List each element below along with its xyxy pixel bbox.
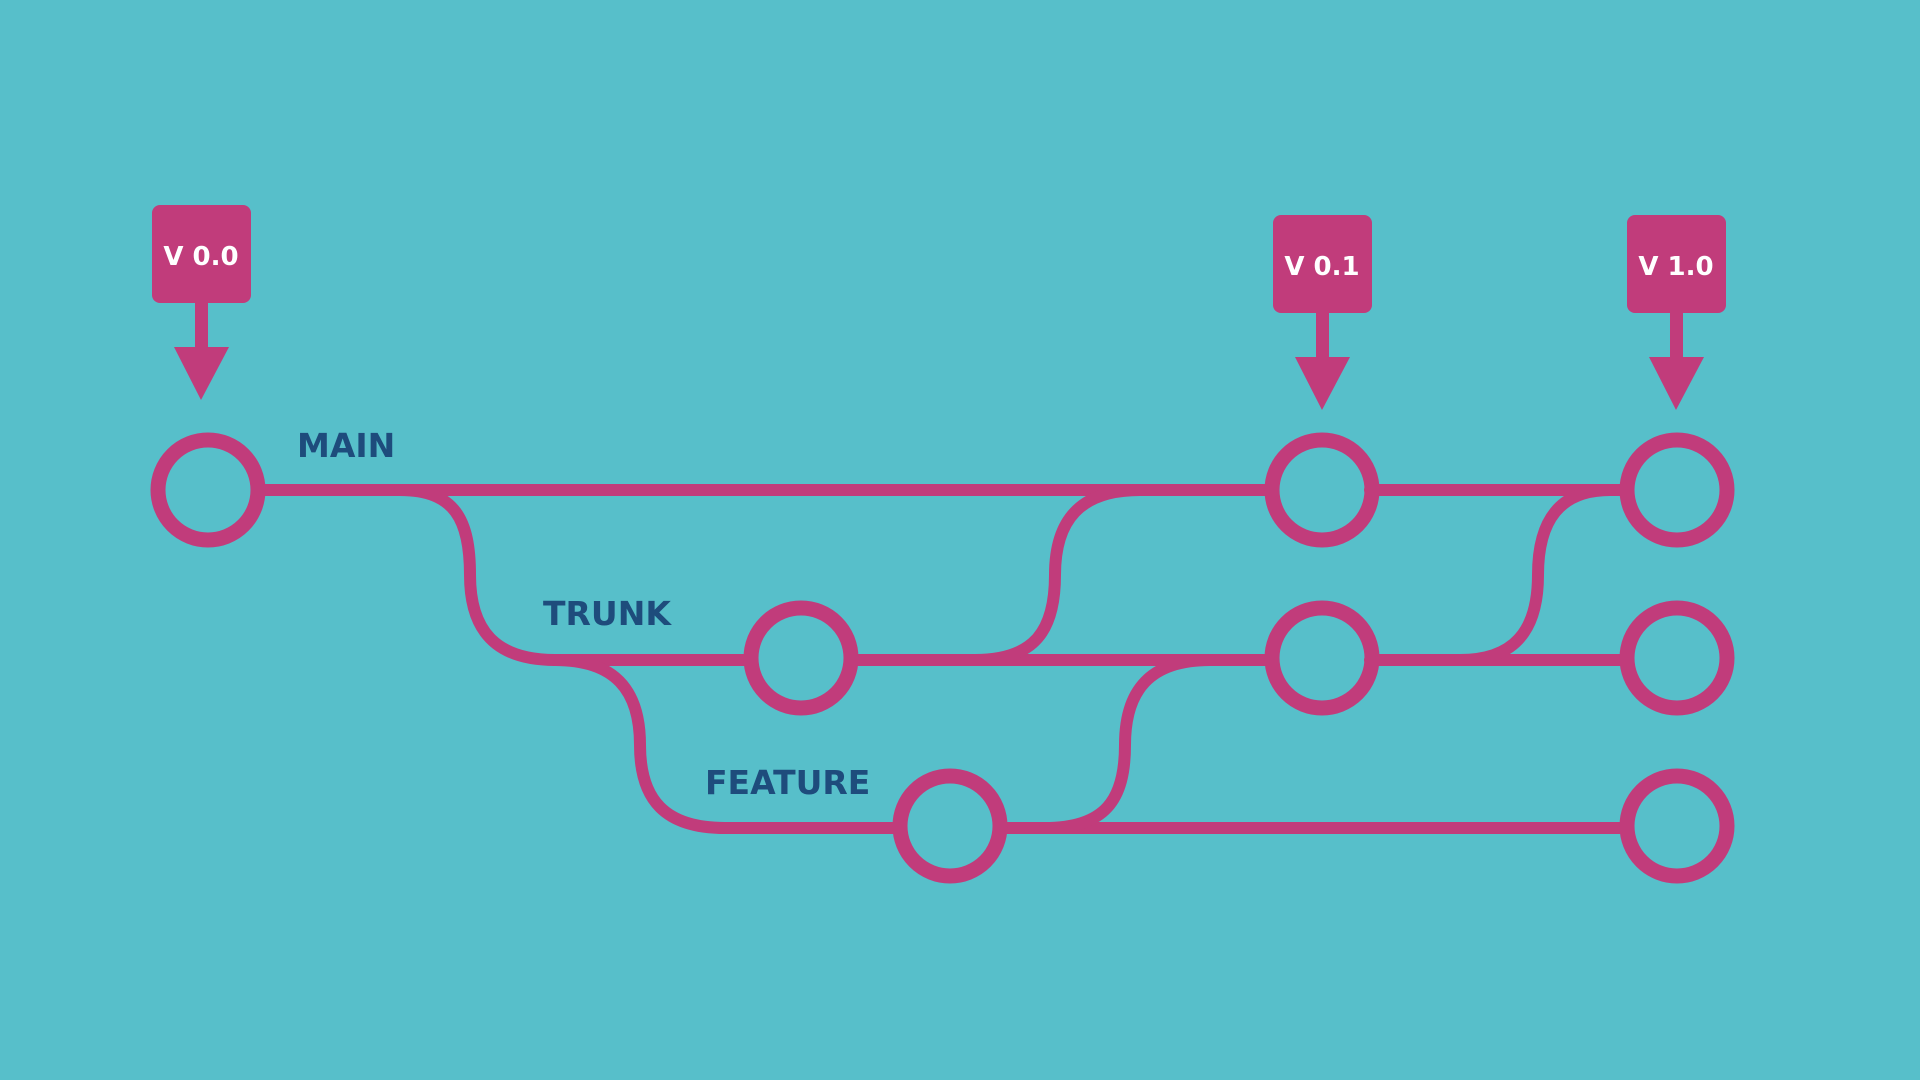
branch-lines [252, 484, 1631, 834]
trunk-to-main-merge-2 [1454, 484, 1616, 666]
down-arrow-icon [1649, 357, 1704, 410]
tag-arrow-shaft [1670, 310, 1683, 360]
commit-node-trunk-1 [743, 600, 859, 716]
feature-to-trunk-merge [1039, 654, 1216, 834]
tag-box [1627, 215, 1726, 313]
tag-box [1273, 215, 1372, 313]
tag-label: V 0.1 [1284, 252, 1359, 282]
version-tag-v10: V 1.0 [1627, 215, 1726, 410]
version-tag-v00: V 0.0 [152, 205, 251, 400]
commit-node-main-2 [1264, 432, 1380, 548]
commit-node-main-3 [1619, 432, 1735, 548]
commit-node-trunk-2 [1264, 600, 1380, 716]
commits [150, 432, 1735, 884]
commit-node-trunk-3 [1619, 600, 1735, 716]
version-tag-v01: V 0.1 [1273, 215, 1372, 410]
main-to-trunk-connector [394, 484, 561, 666]
branch-label-main: MAIN [297, 426, 395, 465]
commit-node-feature-2 [1619, 768, 1735, 884]
down-arrow-icon [174, 347, 229, 400]
branch-label-trunk: TRUNK [543, 594, 672, 633]
tag-arrow-shaft [1316, 310, 1329, 360]
commit-node-feature-1 [892, 768, 1008, 884]
commit-node-main-1 [150, 432, 266, 548]
down-arrow-icon [1295, 357, 1350, 410]
tag-label: V 1.0 [1638, 252, 1713, 282]
tag-box [152, 205, 251, 303]
tag-label: V 0.0 [163, 242, 238, 272]
branch-label-feature: FEATURE [705, 763, 870, 802]
trunk-to-feature-connector [549, 654, 731, 834]
trunk-to-main-merge-1 [969, 484, 1146, 666]
tag-arrow-shaft [195, 300, 208, 350]
